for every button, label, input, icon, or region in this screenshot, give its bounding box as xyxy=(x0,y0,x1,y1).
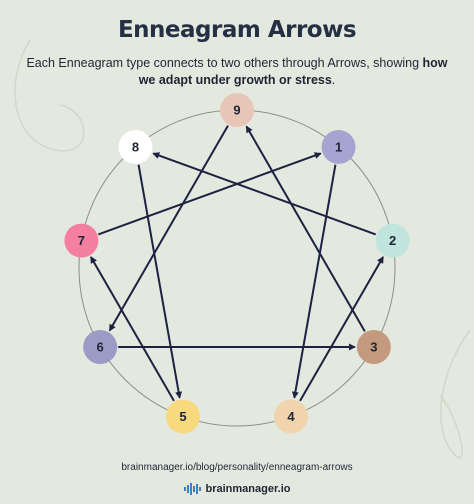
arrow-9-to-6 xyxy=(108,125,229,332)
type-node-label: 5 xyxy=(179,409,186,424)
arrow-1-to-4 xyxy=(291,164,337,399)
arrow-5-to-7 xyxy=(90,256,175,402)
type-node-6: 6 xyxy=(83,330,118,364)
brand-name: brainmanager.io xyxy=(205,483,291,495)
type-node-3: 3 xyxy=(356,330,391,364)
arrow-2-to-8 xyxy=(152,152,377,236)
arrow-3-to-9 xyxy=(245,125,366,332)
arrow-8-to-5 xyxy=(137,164,183,399)
subtitle-period: . xyxy=(331,73,336,87)
type-node-9: 9 xyxy=(220,93,254,127)
type-node-label: 9 xyxy=(233,103,240,118)
type-node-circle xyxy=(83,330,118,364)
type-node-label: 4 xyxy=(287,409,295,424)
type-node-label: 7 xyxy=(78,233,85,248)
brain-waveform-icon xyxy=(183,483,201,495)
type-node-circle xyxy=(165,399,200,434)
type-node-2: 2 xyxy=(375,223,410,258)
type-node-8: 8 xyxy=(118,129,153,164)
type-node-4: 4 xyxy=(274,399,309,434)
subtitle-emphasis: how we adapt under growth or stress xyxy=(138,56,448,87)
decorative-swirl-left xyxy=(14,39,85,152)
brand-footer: brainmanager.io xyxy=(0,483,474,498)
type-node-circle xyxy=(118,129,153,164)
type-node-1: 1 xyxy=(321,129,356,164)
type-node-label: 1 xyxy=(335,139,342,154)
type-node-circle xyxy=(356,330,391,364)
nodes-layer: 9 1 2 3 4 5 6 7 8 xyxy=(64,93,410,434)
page-subtitle: Each Enneagram type connects to two othe… xyxy=(20,55,454,89)
type-node-circle xyxy=(220,93,254,127)
type-node-label: 6 xyxy=(97,340,104,355)
arrows-layer xyxy=(90,125,384,402)
type-node-circle xyxy=(321,129,356,164)
type-node-circle xyxy=(274,399,309,434)
decorative-swirl-right xyxy=(439,329,471,459)
arrow-4-to-2 xyxy=(299,256,384,402)
page-title: Enneagram Arrows xyxy=(117,17,357,43)
subtitle-text: Each Enneagram type connects to two othe… xyxy=(26,56,423,70)
type-node-7: 7 xyxy=(64,223,99,258)
type-node-circle xyxy=(64,223,99,258)
type-node-label: 8 xyxy=(132,139,139,154)
type-node-label: 3 xyxy=(370,340,377,355)
source-url: brainmanager.io/blog/personality/enneagr… xyxy=(121,462,353,473)
type-node-circle xyxy=(375,223,410,258)
type-node-label: 2 xyxy=(389,233,396,248)
arrow-7-to-1 xyxy=(97,152,322,236)
type-node-5: 5 xyxy=(165,399,200,434)
